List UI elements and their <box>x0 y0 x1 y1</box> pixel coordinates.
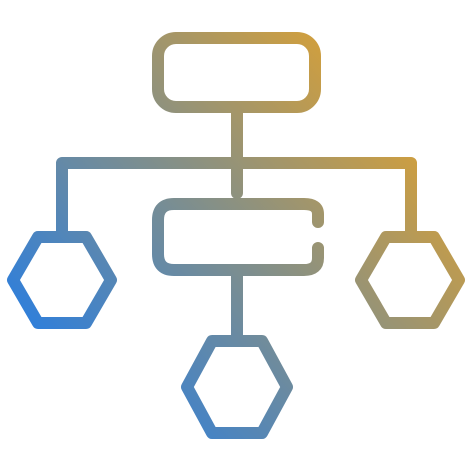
middle-node-open-rectangle <box>152 198 324 276</box>
bottom-hexagon-node <box>181 335 293 439</box>
branch-bar-line <box>56 157 417 243</box>
top-node-rectangle <box>152 32 321 113</box>
left-hexagon-node <box>7 231 117 329</box>
right-hexagon-node <box>355 231 465 329</box>
